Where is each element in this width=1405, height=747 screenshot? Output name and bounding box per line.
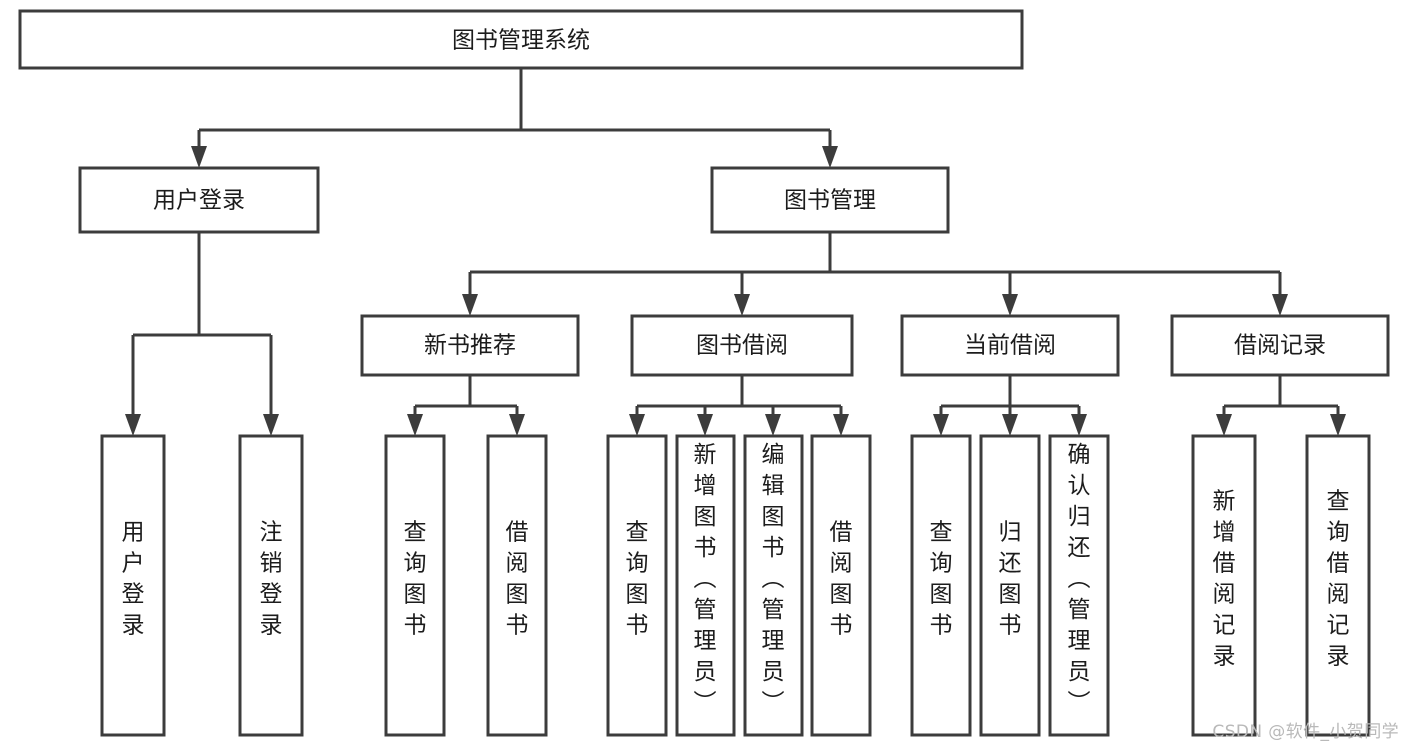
arrow-head-leaf-add-record	[1216, 414, 1232, 436]
node-book-manage[interactable]: 图书管理	[710, 166, 950, 234]
node-leaf-add-record[interactable]: 新增借阅记录	[1191, 434, 1257, 737]
arrow-head-borrow-record	[1272, 294, 1288, 316]
arrow-head-leaf-borrow-book-1	[509, 414, 525, 436]
node-leaf-return-book[interactable]: 归还图书	[979, 434, 1041, 737]
node-user-login-label: 用户登录	[153, 188, 245, 214]
node-leaf-query-record-box[interactable]	[1305, 434, 1371, 737]
node-leaf-query-book-2-label: 查询图书	[626, 520, 649, 639]
node-leaf-borrow-book-2-box[interactable]	[810, 434, 872, 737]
node-leaf-user-login-label: 用户登录	[122, 520, 145, 639]
node-leaf-borrow-book-2-label: 借阅图书	[830, 520, 853, 639]
arrow-head-leaf-user-login	[125, 414, 141, 436]
node-leaf-query-book-3[interactable]: 查询图书	[910, 434, 972, 737]
node-leaf-confirm-return-label: 确认归还︵管理员︶	[1068, 442, 1091, 716]
connector-group-user-login-to-leaves	[125, 232, 279, 436]
node-current-borrow-box[interactable]	[900, 314, 1120, 377]
node-borrow-record[interactable]: 借阅记录	[1170, 314, 1390, 377]
node-leaf-add-book[interactable]: 新增图书︵管理员︶	[675, 434, 736, 737]
node-leaf-query-book-3-box[interactable]	[910, 434, 972, 737]
arrow-head-leaf-query-book-3	[933, 414, 949, 436]
node-leaf-return-book-label: 归还图书	[999, 520, 1022, 639]
node-leaf-borrow-book-1-box[interactable]	[486, 434, 548, 737]
connector-group-book-borrow-to-leaves	[629, 375, 849, 436]
node-new-book-rec-label: 新书推荐	[424, 333, 516, 359]
node-leaf-add-book-label: 新增图书︵管理员︶	[694, 442, 717, 716]
connector-group-new-book-rec-to-leaves	[407, 375, 525, 436]
node-leaf-add-record-label: 新增借阅记录	[1213, 489, 1236, 670]
node-leaf-user-login[interactable]: 用户登录	[100, 434, 166, 737]
node-book-borrow-label: 图书借阅	[696, 333, 788, 359]
node-leaf-query-book-1-label: 查询图书	[404, 520, 427, 639]
arrow-head-leaf-query-record	[1330, 414, 1346, 436]
node-leaf-query-book-1-box[interactable]	[384, 434, 446, 737]
arrow-head-leaf-confirm-return	[1071, 414, 1087, 436]
connector-group-root-to-level2	[191, 68, 838, 168]
node-leaf-confirm-return[interactable]: 确认归还︵管理员︶	[1048, 434, 1110, 737]
connector-group-book-manage-to-level3	[462, 232, 1288, 316]
node-leaf-user-login-box[interactable]	[100, 434, 166, 737]
node-new-book-rec-box[interactable]	[360, 314, 580, 377]
node-leaf-query-record-label: 查询借阅记录	[1327, 489, 1350, 670]
node-leaf-query-book-1[interactable]: 查询图书	[384, 434, 446, 737]
node-leaf-user-logout[interactable]: 注销登录	[238, 434, 304, 737]
node-borrow-record-box[interactable]	[1170, 314, 1390, 377]
arrow-head-book-manage	[822, 146, 838, 168]
node-leaf-query-record[interactable]: 查询借阅记录	[1305, 434, 1371, 737]
node-borrow-record-label: 借阅记录	[1234, 333, 1326, 359]
node-current-borrow[interactable]: 当前借阅	[900, 314, 1120, 377]
node-leaf-borrow-book-1-label: 借阅图书	[506, 520, 529, 639]
arrow-head-leaf-add-book	[697, 414, 713, 436]
node-leaf-query-book-2[interactable]: 查询图书	[606, 434, 668, 737]
arrow-head-leaf-edit-book	[765, 414, 781, 436]
node-book-manage-label: 图书管理	[784, 188, 876, 214]
node-leaf-edit-book-box[interactable]	[743, 434, 804, 737]
node-book-borrow-box[interactable]	[630, 314, 854, 377]
node-leaf-add-book-box[interactable]	[675, 434, 736, 737]
node-leaf-borrow-book-2[interactable]: 借阅图书	[810, 434, 872, 737]
arrow-head-leaf-user-logout	[263, 414, 279, 436]
node-leaf-add-record-box[interactable]	[1191, 434, 1257, 737]
node-leaf-confirm-return-box[interactable]	[1048, 434, 1110, 737]
node-leaf-edit-book[interactable]: 编辑图书︵管理员︶	[743, 434, 804, 737]
node-leaf-return-book-box[interactable]	[979, 434, 1041, 737]
node-leaf-query-book-2-box[interactable]	[606, 434, 668, 737]
node-user-login-box[interactable]	[78, 166, 320, 234]
node-user-login[interactable]: 用户登录	[78, 166, 320, 234]
node-leaf-edit-book-label: 编辑图书︵管理员︶	[762, 442, 785, 716]
node-leaf-user-logout-box[interactable]	[238, 434, 304, 737]
node-new-book-rec[interactable]: 新书推荐	[360, 314, 580, 377]
node-root-label: 图书管理系统	[452, 28, 590, 54]
connector-group-current-borrow-to-leaves	[933, 375, 1087, 436]
node-leaf-borrow-book-1[interactable]: 借阅图书	[486, 434, 548, 737]
arrow-head-new-book-rec	[462, 294, 478, 316]
arrow-head-leaf-borrow-book-2	[833, 414, 849, 436]
arrow-head-leaf-query-book-2	[629, 414, 645, 436]
arrow-head-leaf-query-book-1	[407, 414, 423, 436]
node-leaf-query-book-3-label: 查询图书	[930, 520, 953, 639]
connector-group-borrow-record-to-leaves	[1216, 375, 1346, 436]
node-leaf-user-logout-label: 注销登录	[260, 520, 283, 639]
arrow-head-current-borrow	[1002, 294, 1018, 316]
node-current-borrow-label: 当前借阅	[964, 333, 1056, 359]
node-root[interactable]: 图书管理系统	[18, 9, 1024, 70]
node-book-manage-box[interactable]	[710, 166, 950, 234]
arrow-head-book-borrow	[734, 294, 750, 316]
arrow-head-leaf-return-book	[1002, 414, 1018, 436]
node-book-borrow[interactable]: 图书借阅	[630, 314, 854, 377]
arrow-head-user-login	[191, 146, 207, 168]
node-root-box[interactable]	[18, 9, 1024, 70]
